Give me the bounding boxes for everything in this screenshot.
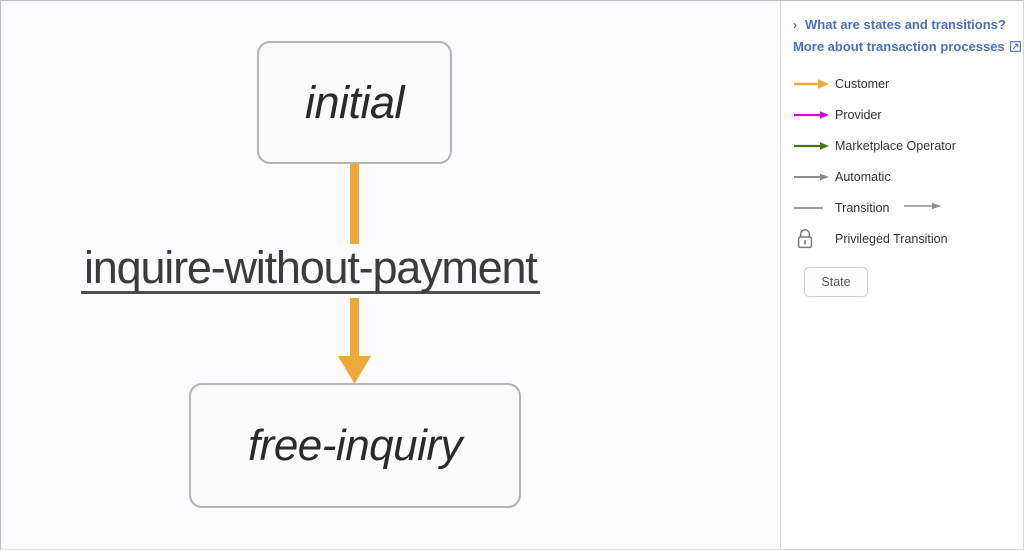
state-node-label: free-inquiry — [247, 420, 463, 470]
provider-arrow-icon — [793, 109, 835, 121]
automatic-arrow-icon — [793, 171, 835, 183]
transition-arrow-icon — [903, 199, 943, 217]
legend-list: Customer Provider Mark — [793, 68, 1023, 297]
transition-line-icon — [793, 202, 835, 214]
link-what-are-states-and-transitions[interactable]: › What are states and transitions? — [793, 17, 1023, 32]
diagram-canvas[interactable]: initial inquire-without-payment free-inq… — [1, 1, 780, 549]
panel-divider — [780, 1, 781, 549]
external-link-icon — [1009, 41, 1021, 52]
legend-row-provider: Provider — [793, 99, 1023, 130]
marketplace-operator-arrow-icon — [793, 140, 835, 152]
link-more-about-transaction-processes[interactable]: More about transaction processes — [793, 39, 1023, 54]
state-chip-label: State — [821, 275, 851, 289]
state-node-label: initial — [304, 76, 405, 128]
edge-arrowhead-icon — [338, 356, 371, 384]
lock-icon — [793, 228, 835, 249]
legend-row-privileged-transition: Privileged Transition — [793, 223, 1023, 254]
legend-state-chip: State — [804, 267, 868, 297]
legend-sidebar: › What are states and transitions? More … — [781, 1, 1023, 549]
legend-label: Privileged Transition — [835, 231, 948, 246]
state-node-initial[interactable]: initial — [257, 41, 452, 164]
legend-label: Transition — [835, 200, 890, 215]
legend-row-automatic: Automatic — [793, 161, 1023, 192]
legend-label: Automatic — [835, 169, 891, 184]
legend-label: Provider — [835, 107, 882, 122]
legend-label: Marketplace Operator — [835, 138, 956, 153]
legend-row-transition: Transition — [793, 192, 1023, 223]
legend-label: Customer — [835, 76, 890, 91]
diagram-edges — [338, 164, 371, 384]
legend-row-marketplace-operator: Marketplace Operator — [793, 130, 1023, 161]
transition-label-inquire-without-payment[interactable]: inquire-without-payment — [81, 244, 540, 295]
legend-row-customer: Customer — [793, 68, 1023, 99]
customer-arrow-icon — [793, 78, 835, 90]
state-node-free-inquiry[interactable]: free-inquiry — [189, 383, 521, 508]
link-label: More about transaction processes — [793, 39, 1005, 54]
chevron-right-icon: › — [793, 17, 797, 32]
link-label: What are states and transitions? — [805, 17, 1006, 32]
